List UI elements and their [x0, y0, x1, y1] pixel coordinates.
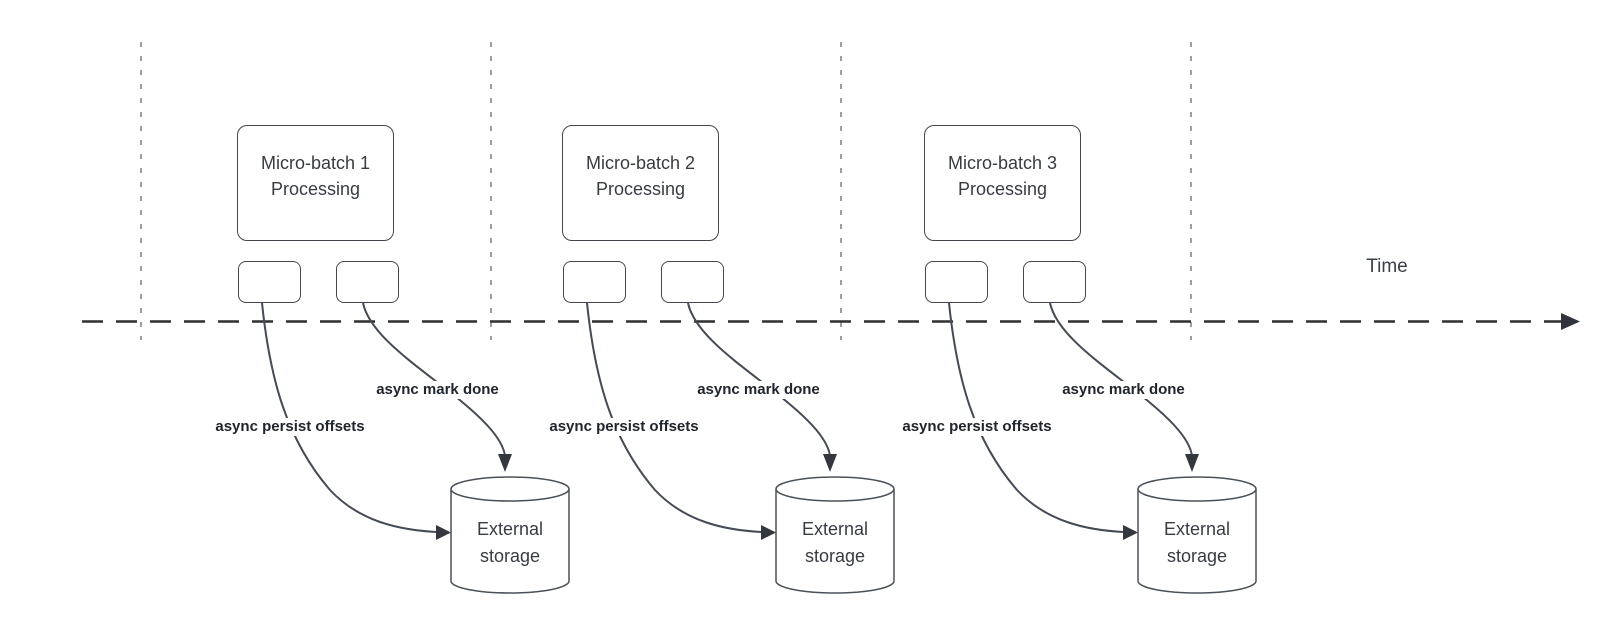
persist-offsets-node-1 — [238, 261, 301, 303]
time-axis-arrowhead-icon — [1561, 313, 1580, 330]
persist-offsets-arrowhead-icon — [436, 525, 451, 540]
flow-group-3 — [948, 302, 1257, 594]
mark-done-connector — [362, 302, 506, 457]
storage-cylinder-top — [775, 476, 895, 502]
storage-cylinder-body — [1137, 489, 1257, 594]
box-label-line2: Processing — [270, 179, 361, 199]
persist-offsets-label: async persist offsets — [203, 418, 377, 436]
storage-cylinder-top — [1137, 476, 1257, 502]
persist-offsets-node-2 — [563, 261, 626, 303]
mark-done-arrowhead-icon — [823, 454, 837, 472]
persist-offsets-label: async persist offsets — [537, 418, 711, 436]
flow-group-1 — [261, 302, 570, 594]
box-label-line1: Micro-batch 2 — [585, 153, 696, 173]
persist-offsets-arrowhead-icon — [1123, 525, 1138, 540]
box-label-line2: Processing — [957, 179, 1048, 199]
storage-cylinder-body — [450, 489, 570, 594]
micro-batch-3-box: Micro-batch 3 Processing — [924, 125, 1081, 241]
storage-cylinder-top — [450, 476, 570, 502]
mark-done-label: async mark done — [1053, 381, 1194, 399]
persist-offsets-node-3 — [925, 261, 988, 303]
storage-label-line1: External — [476, 519, 544, 539]
storage-label-line2: storage — [479, 546, 541, 566]
persist-offsets-arrowhead-icon — [761, 525, 776, 540]
mark-done-label: async mark done — [367, 381, 508, 399]
box-label-line1: Micro-batch 3 — [947, 153, 1058, 173]
external-storage-label-2: External storage — [776, 516, 894, 570]
mark-done-node-2 — [661, 261, 724, 303]
mark-done-arrowhead-icon — [498, 454, 512, 472]
storage-label-line2: storage — [804, 546, 866, 566]
persist-offsets-connector — [586, 302, 762, 533]
mark-done-connector — [1049, 302, 1193, 457]
persist-offsets-connector — [261, 302, 437, 533]
external-storage-label-3: External storage — [1138, 516, 1256, 570]
storage-cylinder-body — [775, 489, 895, 594]
mark-done-label: async mark done — [688, 381, 829, 399]
persist-offsets-label: async persist offsets — [890, 418, 1064, 436]
time-axis-label: Time — [1366, 256, 1408, 277]
external-storage-label-1: External storage — [451, 516, 569, 570]
mark-done-node-1 — [336, 261, 399, 303]
mark-done-connector — [687, 302, 831, 457]
flow-group-2 — [586, 302, 895, 594]
storage-label-line2: storage — [1166, 546, 1228, 566]
micro-batch-1-box: Micro-batch 1 Processing — [237, 125, 394, 241]
box-label-line2: Processing — [595, 179, 686, 199]
mark-done-arrowhead-icon — [1185, 454, 1199, 472]
box-label-line1: Micro-batch 1 — [260, 153, 371, 173]
storage-label-line1: External — [801, 519, 869, 539]
storage-label-line1: External — [1163, 519, 1231, 539]
micro-batch-2-box: Micro-batch 2 Processing — [562, 125, 719, 241]
mark-done-node-3 — [1023, 261, 1086, 303]
persist-offsets-connector — [948, 302, 1124, 533]
